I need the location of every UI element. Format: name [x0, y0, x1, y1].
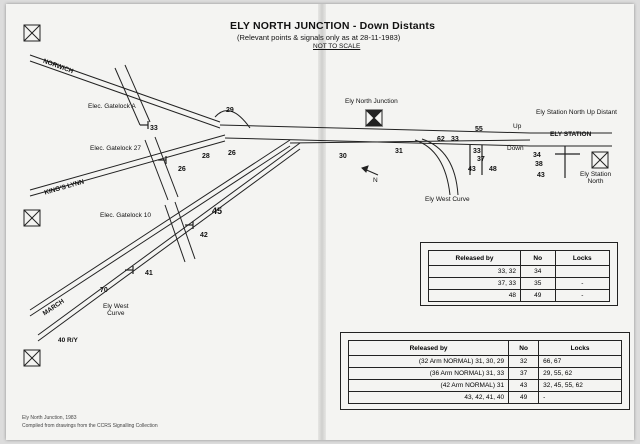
ely-west-curve-left-label: Ely West Curve — [103, 303, 129, 317]
signal-number: 26 — [228, 150, 236, 157]
signal-number: 38 — [535, 161, 543, 168]
gatelock-10: Elec. Gatelock 10 — [100, 212, 151, 219]
up-line-label: Up — [513, 123, 522, 130]
scale-note: NOT TO SCALE — [313, 43, 361, 50]
footer-line-2: Compiled from drawings from the CCRS Sig… — [22, 423, 158, 429]
footer-line-1: Ely North Junction, 1983 — [22, 415, 77, 421]
ely-west-curve-label: Ely West Curve — [425, 196, 470, 203]
north-arrow-label: N — [373, 177, 378, 184]
signal-number: 29 — [226, 107, 234, 114]
signal-number: 45 — [212, 206, 223, 216]
signal-number: 62 — [437, 136, 445, 143]
signal-number: 43 — [468, 166, 476, 173]
ely-north-junction-label: Ely North Junction — [345, 98, 398, 105]
label-ry: 40 R/Y — [58, 337, 78, 344]
signal-number: 55 — [475, 126, 483, 133]
signal-number: 41 — [145, 270, 153, 277]
ely-station-label: ELY STATION — [550, 131, 592, 138]
book-gutter — [318, 4, 326, 440]
header-no: No — [519, 250, 556, 266]
signal-number: 28 — [202, 153, 210, 160]
header-locks: Locks — [538, 340, 622, 356]
kings-lynn-line — [29, 134, 226, 197]
gatelock-a: Elec. Gatelock A — [88, 103, 136, 110]
signal-boxes — [23, 24, 609, 367]
diagram-title: ELY NORTH JUNCTION - Down Distants — [230, 20, 436, 32]
table-row: (36 Arm NORMAL) 31, 33 37 29, 55, 62 — [347, 367, 622, 380]
table-row: (42 Arm NORMAL) 31 43 32, 45, 55, 62 — [347, 379, 622, 392]
signal-number: 30 — [339, 153, 347, 160]
down-line-label: Down — [507, 145, 524, 152]
gatelock-27: Elec. Gatelock 27 — [90, 145, 141, 152]
signal-number: 43 — [537, 172, 545, 179]
signal-number: 33 — [473, 148, 481, 155]
main-lines — [219, 124, 612, 147]
small-locking-table: Released by No Locks 33, 32 34 37, 33 35… — [428, 250, 611, 302]
header-released-by: Released by — [428, 250, 521, 266]
header-locks: Locks — [554, 250, 611, 266]
signal-number: 26 — [178, 166, 186, 173]
level-crossings — [114, 64, 196, 263]
signal-number: 37 — [477, 156, 485, 163]
signal-number: 48 — [489, 166, 497, 173]
small-table-frame — [420, 242, 618, 306]
table-row: 43, 42, 41, 40 49 - — [347, 391, 622, 404]
table-row: 33, 32 34 — [428, 265, 611, 278]
diagram-subtitle: (Relevant points & signals only as at 28… — [237, 33, 401, 42]
header-no: No — [508, 340, 540, 356]
signal-number: 33 — [150, 125, 158, 132]
march-line — [29, 139, 291, 317]
header-released-by: Released by — [347, 340, 510, 356]
table-row: (32 Arm NORMAL) 31, 30, 29 32 66, 67 — [347, 355, 622, 368]
table-row: 48 49 - — [428, 289, 611, 302]
signal-posts — [125, 121, 580, 274]
large-table-frame — [340, 332, 630, 410]
norwich-line — [29, 54, 221, 129]
large-locking-table: Released by No Locks (32 Arm NORMAL) 31,… — [347, 340, 622, 404]
signal-number: 34 — [533, 152, 541, 159]
signal-number: 42 — [200, 232, 208, 239]
signal-number: 33 — [451, 136, 459, 143]
ely-station-north-label: Ely Station North — [580, 171, 612, 185]
chatteris-line — [37, 142, 301, 342]
signal-number: 31 — [395, 148, 403, 155]
ely-west-curve-track — [414, 139, 451, 196]
table-row: 37, 33 35 - — [428, 277, 611, 290]
signal-number: 70 — [100, 287, 108, 294]
up-distant-label: Ely Station North Up Distant — [536, 109, 617, 116]
